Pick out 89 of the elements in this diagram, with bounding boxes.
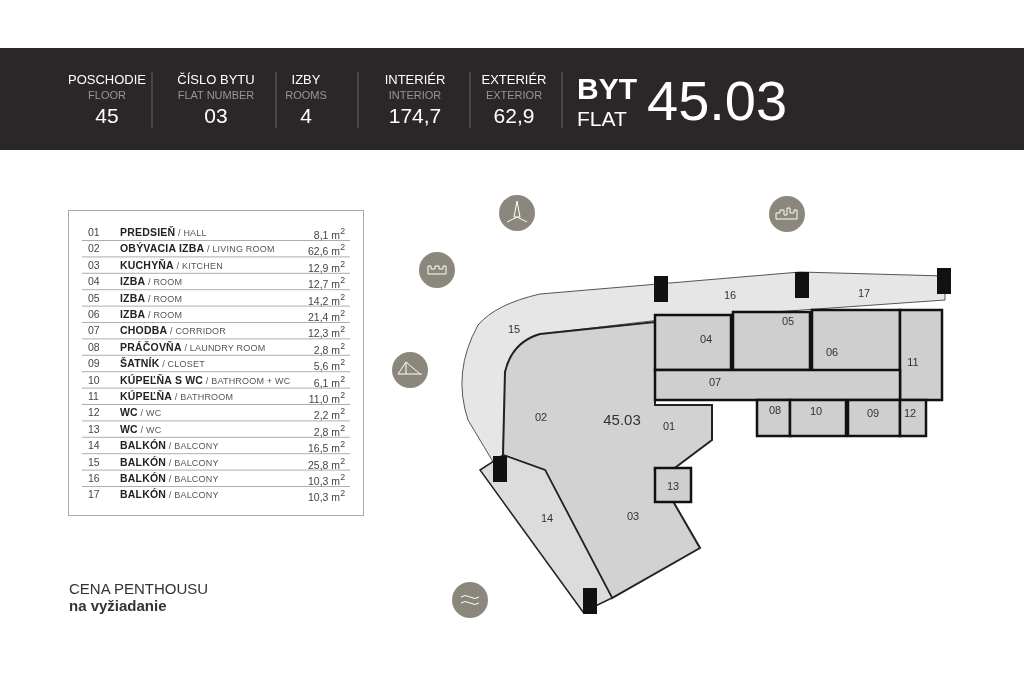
room-number-label: 05 [781,315,795,327]
room-name: KÚPEĽŇA / BATHROOM [120,390,234,402]
room-number-label: 10 [809,405,823,417]
room-name: IZBA / ROOM [120,275,183,288]
room-number: 03 [88,258,100,271]
room-number: 09 [88,357,100,370]
header-label: EXTERIÉR [481,72,547,87]
header-value: 174,7 [388,104,442,128]
header-sublabel: EXTERIOR [485,89,543,101]
room-name: BALKÓN / BALCONY [120,455,219,468]
room-number: 12 [88,406,100,419]
header-sublabel: FLOOR [88,89,126,101]
room-area: 12,7 m$^{2}$ [308,275,345,290]
room-number-label: 02 [534,411,548,423]
room-area: 2,8 m$^{2}$ [313,340,345,356]
room-number: 02 [88,242,100,255]
room-number: 16 [88,472,100,484]
flat-number-label: 45.03 [603,410,641,428]
room-area: 10,3 m$^{2}$ [308,472,345,487]
header-label: INTERIÉR [384,72,446,87]
room-number: 14 [88,439,100,452]
room-name: PRÁČOVŇA / LAUNDRY ROOM [120,340,266,353]
room-number: 05 [88,291,100,304]
header-label: ČÍSLO BYTU [177,72,255,87]
room-number: 08 [88,340,100,353]
room-area: 11,0 m$^{2}$ [308,390,345,405]
header-sublabel: ROOMS [285,89,327,101]
room-number-label: 12 [903,407,917,419]
header-label: POSCHODIE [68,72,146,87]
room-number-label: 14 [540,512,554,524]
room-number: 15 [88,455,100,468]
room-name: CHODBA / CORRIDOR [120,324,226,337]
room-name: IZBA / ROOM [120,291,183,304]
header-value: 62,9 [493,104,535,128]
room-name: BALKÓN / BALCONY [120,472,219,484]
room-number-label: 09 [866,407,880,419]
room-area: 2,8 m$^{2}$ [313,422,345,438]
room-name: IZBA / ROOM [120,308,183,320]
room-name: ŠATNÍK / CLOSET [120,357,205,370]
room-number-label: 07 [708,376,722,388]
room-area: 16,5 m$^{2}$ [308,439,345,454]
header-value: 45 [95,104,119,128]
room-number-label: 03 [626,510,640,522]
room-name: OBÝVACIA IZBA / LIVING ROOM [120,242,275,255]
room-number: 11 [88,390,99,402]
room-number: 10 [88,373,100,386]
room-number-label: 13 [666,480,680,492]
price-label: CENA PENTHOUSU [69,580,209,597]
room-name: WC / WC [120,422,162,435]
room-name: BALKÓN / BALCONY [120,439,219,452]
room-number: 17 [88,488,100,501]
price-value: na vyžiadanie [69,597,167,614]
room-area: 62,6 m$^{2}$ [308,242,345,257]
flat-subheading: FLAT [577,107,627,131]
room-number: 01 [88,226,100,238]
room-area: 12,9 m$^{2}$ [308,258,345,274]
room-number: 13 [88,422,100,435]
room-area: 2,2 m$^{2}$ [313,406,345,421]
room-area: 5,6 m$^{2}$ [313,357,345,372]
header-value: 4 [300,104,312,128]
room-area: 21,4 m$^{2}$ [308,308,345,323]
flat-heading: BYT [577,72,637,106]
room-number-label: 06 [825,346,839,358]
room-number-label: 01 [662,420,676,432]
header-sublabel: INTERIOR [388,89,442,101]
room-area: 10,3 m$^{2}$ [308,488,345,503]
header-sublabel: FLAT NUMBER [177,89,255,101]
room-number-label: 04 [699,333,713,345]
room-area: 8,1 m$^{2}$ [313,226,345,241]
room-number: 07 [88,324,100,337]
room-number-label: 16 [723,289,737,301]
room-name: KUCHYŇA / KITCHEN [120,258,223,271]
room-name: BALKÓN / BALCONY [120,488,219,501]
room-number: 04 [88,275,100,288]
room-number-label: 08 [768,404,782,416]
room-area: 12,3 m$^{2}$ [308,324,345,339]
room-area: 14,2 m$^{2}$ [308,291,345,307]
room-number-label: 11 [907,356,919,368]
room-name: PREDSIEŇ / HALL [120,226,207,238]
room-number: 06 [88,308,100,320]
room-name: WC / WC [120,406,162,419]
room-name: KÚPEĽŇA S WC / BATHROOM + WC [120,373,291,386]
room-area: 25,8 m$^{2}$ [308,455,345,471]
header-value: 03 [204,104,228,128]
header-label: IZBY [291,72,321,87]
room-number-label: 15 [507,323,521,335]
room-number-label: 17 [857,287,871,299]
room-area: 6,1 m$^{2}$ [313,373,345,389]
flat-number: 45.03 [647,68,788,133]
